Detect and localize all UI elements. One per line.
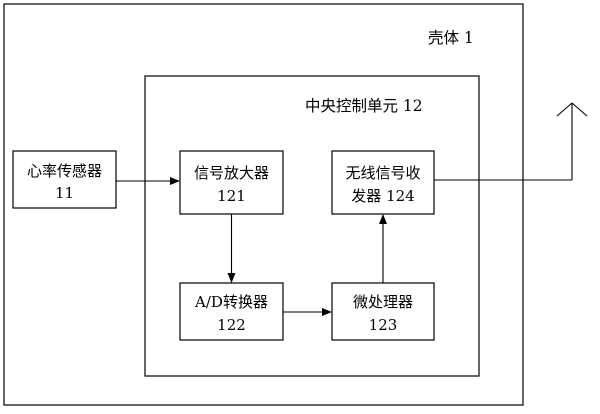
heart-rate-sensor-number: 11 <box>55 184 74 202</box>
microprocessor-name: 微处理器 <box>353 293 413 311</box>
ad-converter-block: A/D转换器 122 <box>179 282 284 341</box>
shell-box <box>3 3 524 406</box>
wireless-transceiver-name: 无线信号收 <box>345 164 420 182</box>
wireless-transceiver-block: 无线信号收 发器 124 <box>331 150 435 215</box>
central-unit-box <box>144 75 480 377</box>
ad-converter-number: 122 <box>217 316 246 334</box>
central-unit-label: 中央控制单元 12 <box>305 97 423 115</box>
heart-rate-sensor-block: 心率传感器 11 <box>12 150 117 209</box>
heart-rate-sensor-box <box>12 150 117 209</box>
shell-label: 壳体 1 <box>428 29 474 47</box>
signal-amplifier-name: 信号放大器 <box>194 164 269 182</box>
microprocessor-block: 微处理器 123 <box>331 282 435 341</box>
ad-converter-name: A/D转换器 <box>194 293 268 311</box>
antenna-icon <box>556 102 588 180</box>
heart-rate-sensor-name: 心率传感器 <box>27 162 102 180</box>
signal-amplifier-number: 121 <box>217 187 246 205</box>
microprocessor-number: 123 <box>369 316 398 334</box>
signal-amplifier-block: 信号放大器 121 <box>179 150 284 215</box>
wireless-transceiver-number: 发器 124 <box>351 187 414 205</box>
